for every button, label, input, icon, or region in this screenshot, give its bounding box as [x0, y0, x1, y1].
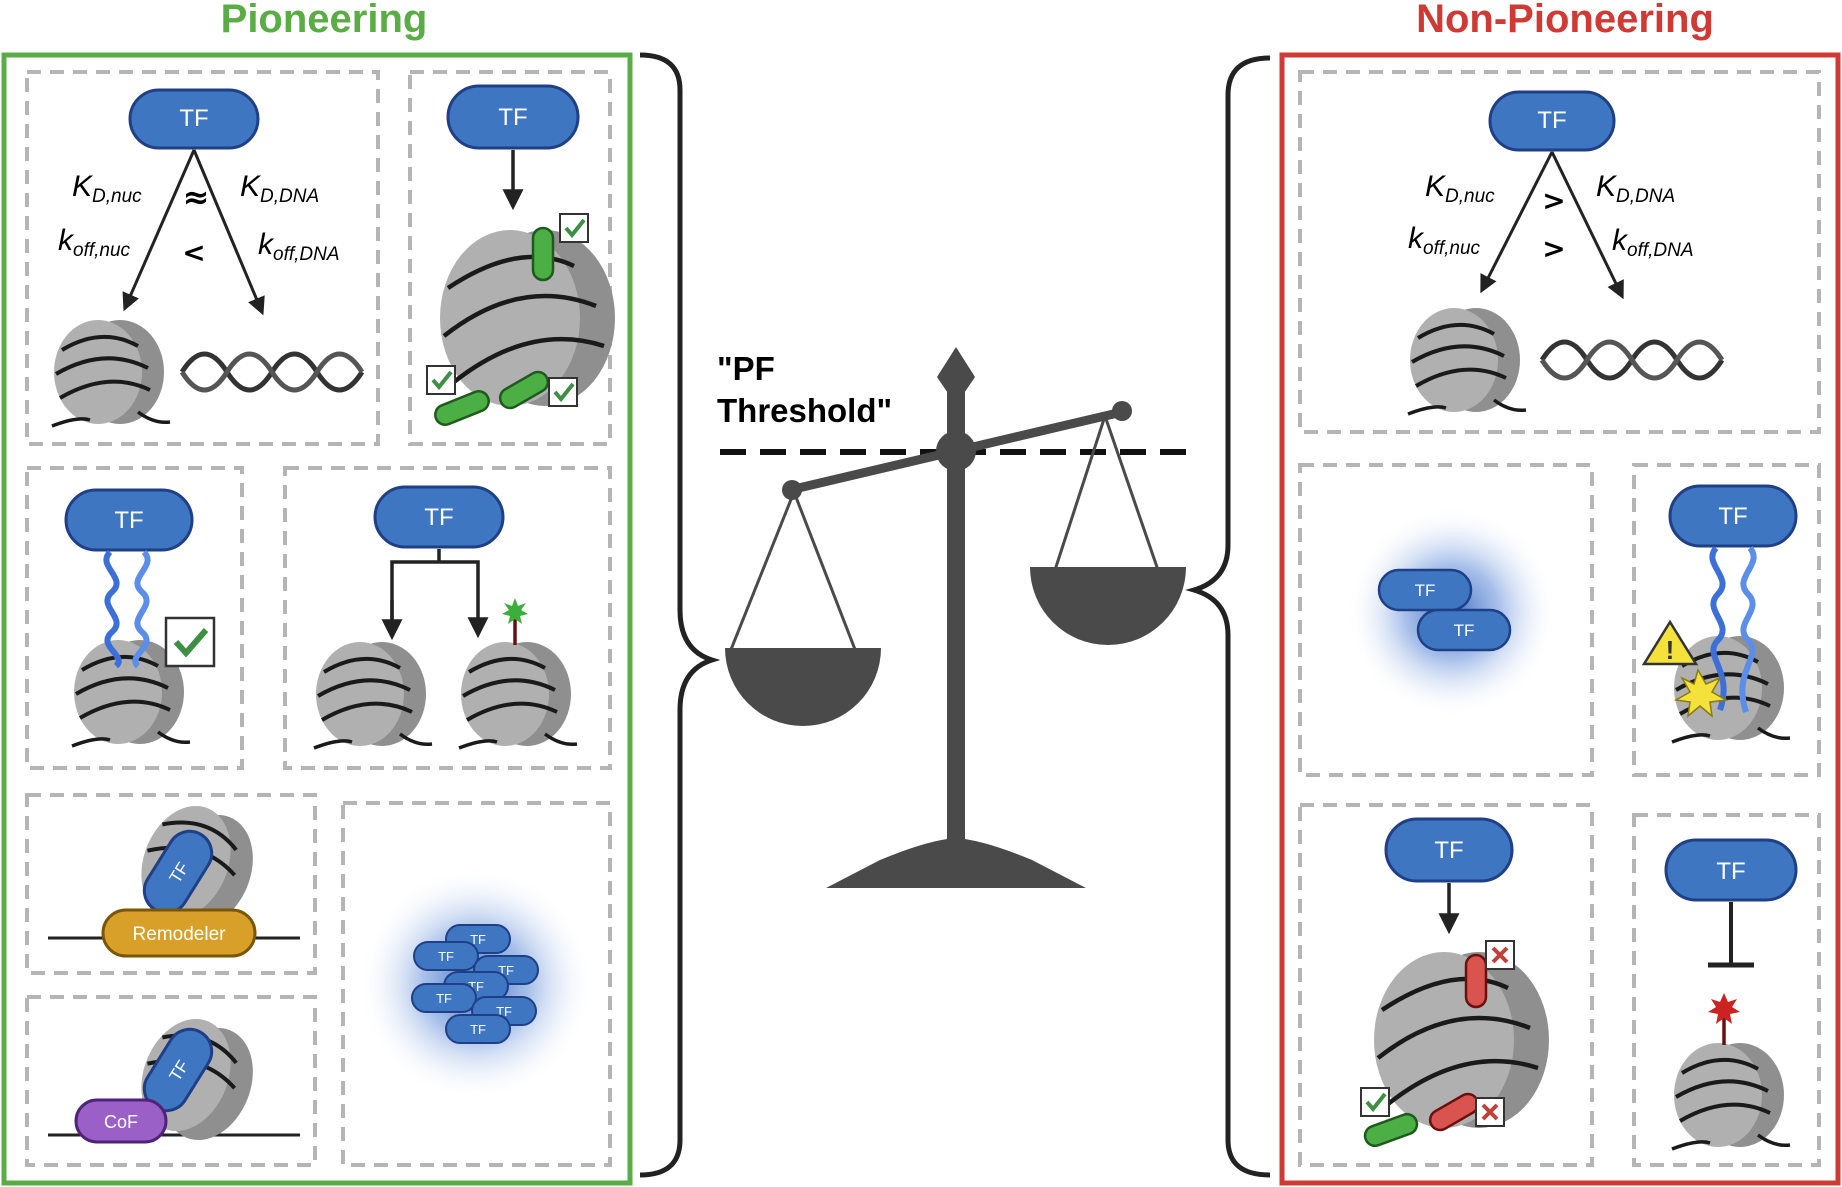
modification-star-icon: [502, 598, 528, 624]
pioneering-kinetics-panel: TF KD,nuc KD,DNA koff,nuc koff,DNA ≈ <: [25, 70, 380, 446]
tf-label: TF: [1415, 581, 1436, 600]
check-icon: [558, 212, 590, 244]
tf-label: TF: [1454, 621, 1475, 640]
pioneering-border: [1, 52, 633, 1186]
dna-binding-domain: [103, 549, 122, 669]
non-pioneering-title: Non-Pioneering: [1416, 0, 1714, 41]
scale-pan-left: [725, 648, 881, 726]
svg-text:TF: TF: [436, 991, 452, 1006]
tf-protein: [1488, 90, 1616, 152]
dna-binding-domain: [1709, 546, 1727, 711]
pioneering-brace: [639, 52, 721, 1178]
check-icon: [425, 364, 457, 396]
pioneering-modification-panel: TF: [283, 466, 612, 770]
koff-dna-label: koff,DNA: [1612, 224, 1694, 261]
cof-label: CoF: [104, 1112, 138, 1132]
tf-label: TF: [179, 105, 208, 132]
tf-protein: [373, 485, 505, 549]
tf-label: TF: [1718, 503, 1747, 530]
tf-label: TF: [424, 504, 453, 531]
koff-nuc-label: koff,nuc: [1408, 222, 1481, 259]
pioneering-motif-panel: TF: [408, 70, 615, 446]
cofactor-protein: [74, 1098, 168, 1144]
kd-dna-label: KD,DNA: [1596, 170, 1675, 207]
non-pioneering-motif-panel: TF: [1298, 803, 1594, 1167]
svg-text:TF: TF: [470, 1022, 486, 1037]
cross-icon: [1484, 939, 1516, 971]
koff-dna-label: koff,DNA: [258, 228, 340, 265]
tf-label: TF: [1716, 858, 1745, 885]
pioneering-remodeler-panel: TF Remodeler: [25, 793, 317, 975]
non-pioneering-clash-panel: TF !: [1632, 463, 1821, 777]
non-pioneering-border: [1279, 52, 1841, 1186]
check-icon: [547, 376, 579, 408]
pioneering-dbd-panel: TF: [25, 466, 244, 770]
threshold-label-line1: "PF: [717, 350, 775, 387]
tf-label: TF: [498, 104, 527, 131]
kd-nuc-label: KD,nuc: [1425, 170, 1495, 207]
check-icon: [164, 616, 216, 668]
svg-text:TF: TF: [470, 932, 486, 947]
non-pioneering-brace: [1185, 55, 1271, 1178]
dna-binding-domain: [132, 549, 151, 669]
motif-site-accessible: [1363, 1112, 1419, 1148]
remodeler-label: Remodeler: [133, 924, 227, 945]
scale-base: [826, 838, 1086, 888]
tf-label: TF: [1537, 107, 1566, 134]
non-pioneering-kinetics-panel: TF KD,nuc KD,DNA koff,nuc koff,DNA > >: [1298, 70, 1821, 434]
tf-protein: [64, 488, 194, 552]
non-pioneering-condensate-panel: TF TF: [1298, 463, 1594, 777]
pioneering-cofactor-panel: TF CoF: [25, 995, 317, 1167]
clash-burst-icon: [1673, 668, 1729, 718]
balance-scale: "PF Threshold": [717, 347, 1192, 888]
tf-protein: [1668, 484, 1798, 548]
pioneering-condensate-panel: TF TF TF TF TF TF TF: [341, 801, 612, 1167]
modification-star-icon: [1708, 993, 1740, 1024]
motif-site-accessible: [531, 226, 555, 282]
tf-protein: [128, 88, 260, 150]
koff-nuc-label: koff,nuc: [58, 224, 131, 261]
koff-relation: >: [1542, 232, 1565, 265]
tf-protein: [1664, 838, 1798, 902]
check-icon: [1359, 1086, 1391, 1118]
kd-nuc-label: KD,nuc: [72, 170, 142, 207]
svg-text:!: !: [1666, 635, 1675, 665]
tf-protein: [446, 84, 580, 150]
motif-site-blocked: [1464, 953, 1488, 1009]
tf-label: TF: [114, 507, 143, 534]
non-pioneering-block-panel: TF: [1632, 813, 1821, 1167]
kd-relation: ≈: [183, 178, 210, 216]
remodeler-protein: [101, 908, 257, 958]
threshold-label-line2: Threshold": [717, 392, 892, 429]
cross-icon: [1474, 1096, 1506, 1128]
tf-label: TF: [1434, 837, 1463, 864]
dna-binding-domain: [1739, 546, 1757, 713]
warning-icon: !: [1641, 619, 1699, 666]
motif-site-accessible: [498, 370, 550, 410]
koff-relation: <: [182, 236, 205, 269]
kd-relation: >: [1542, 184, 1565, 217]
pioneering-title: Pioneering: [221, 0, 428, 41]
scale-pan-right: [1030, 567, 1186, 645]
motif-site-accessible: [434, 390, 490, 426]
kd-dna-label: KD,DNA: [240, 170, 319, 207]
scale-pillar: [947, 390, 965, 845]
tf-cluster: TF TF TF TF TF TF TF: [411, 924, 539, 1044]
tf-protein: [1384, 817, 1514, 883]
svg-text:TF: TF: [438, 949, 454, 964]
